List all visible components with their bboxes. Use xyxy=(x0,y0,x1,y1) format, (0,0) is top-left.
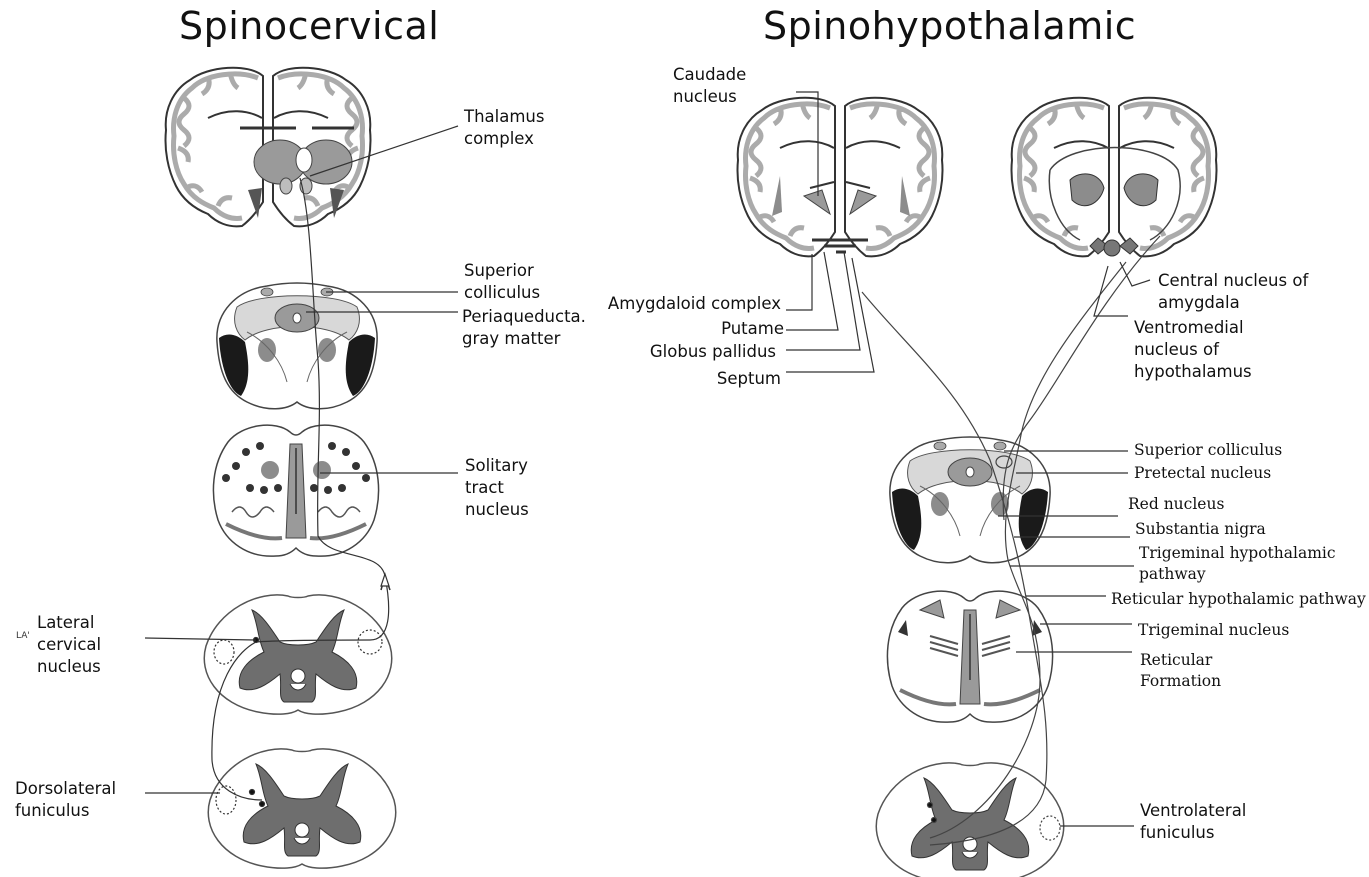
left-midbrain-section xyxy=(217,283,377,409)
label-septum: Septum xyxy=(560,368,781,390)
right-cord-section xyxy=(876,763,1063,877)
left-medulla-section xyxy=(213,425,378,556)
lcn-tag: LA' xyxy=(16,631,30,641)
label-globus-pallidus: Globus pallidus xyxy=(560,341,776,363)
label-red-nucleus: Red nucleus xyxy=(1128,494,1224,515)
right-midbrain-section xyxy=(890,437,1050,563)
right-brain-section-1 xyxy=(737,98,942,257)
left-lower-cord-section xyxy=(208,749,395,868)
label-substantia-nigra: Substantia nigra xyxy=(1135,519,1266,540)
right-brain-section-2 xyxy=(1011,98,1216,257)
right-title: Spinohypothalamic xyxy=(763,4,1136,48)
label-pretectal-nucleus: Pretectal nucleus xyxy=(1134,463,1271,484)
left-upper-cord-section xyxy=(204,595,391,714)
label-trigeminal-nucleus: Trigeminal nucleus xyxy=(1138,620,1289,641)
left-brain-section xyxy=(165,68,370,227)
label-putame: Putame xyxy=(560,318,784,340)
label-superior-colliculus-right: Superior colliculus xyxy=(1134,440,1282,461)
left-title: Spinocervical xyxy=(179,4,439,48)
label-amygdaloid-complex: Amygdaloid complex xyxy=(560,293,781,315)
label-reticular-hypothalamic-pathway: Reticular hypothalamic pathway xyxy=(1111,589,1366,610)
